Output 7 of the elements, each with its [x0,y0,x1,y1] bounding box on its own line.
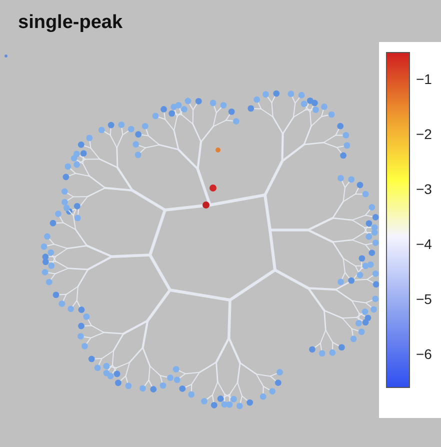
tick-label: −3 [416,181,432,197]
tick-label: −6 [416,346,432,362]
tick-label: −1 [416,71,432,87]
tick-label: −2 [416,126,432,142]
chart-title: single-peak [18,12,123,34]
tick-label: −5 [416,291,432,307]
tick-label: −4 [416,236,432,252]
